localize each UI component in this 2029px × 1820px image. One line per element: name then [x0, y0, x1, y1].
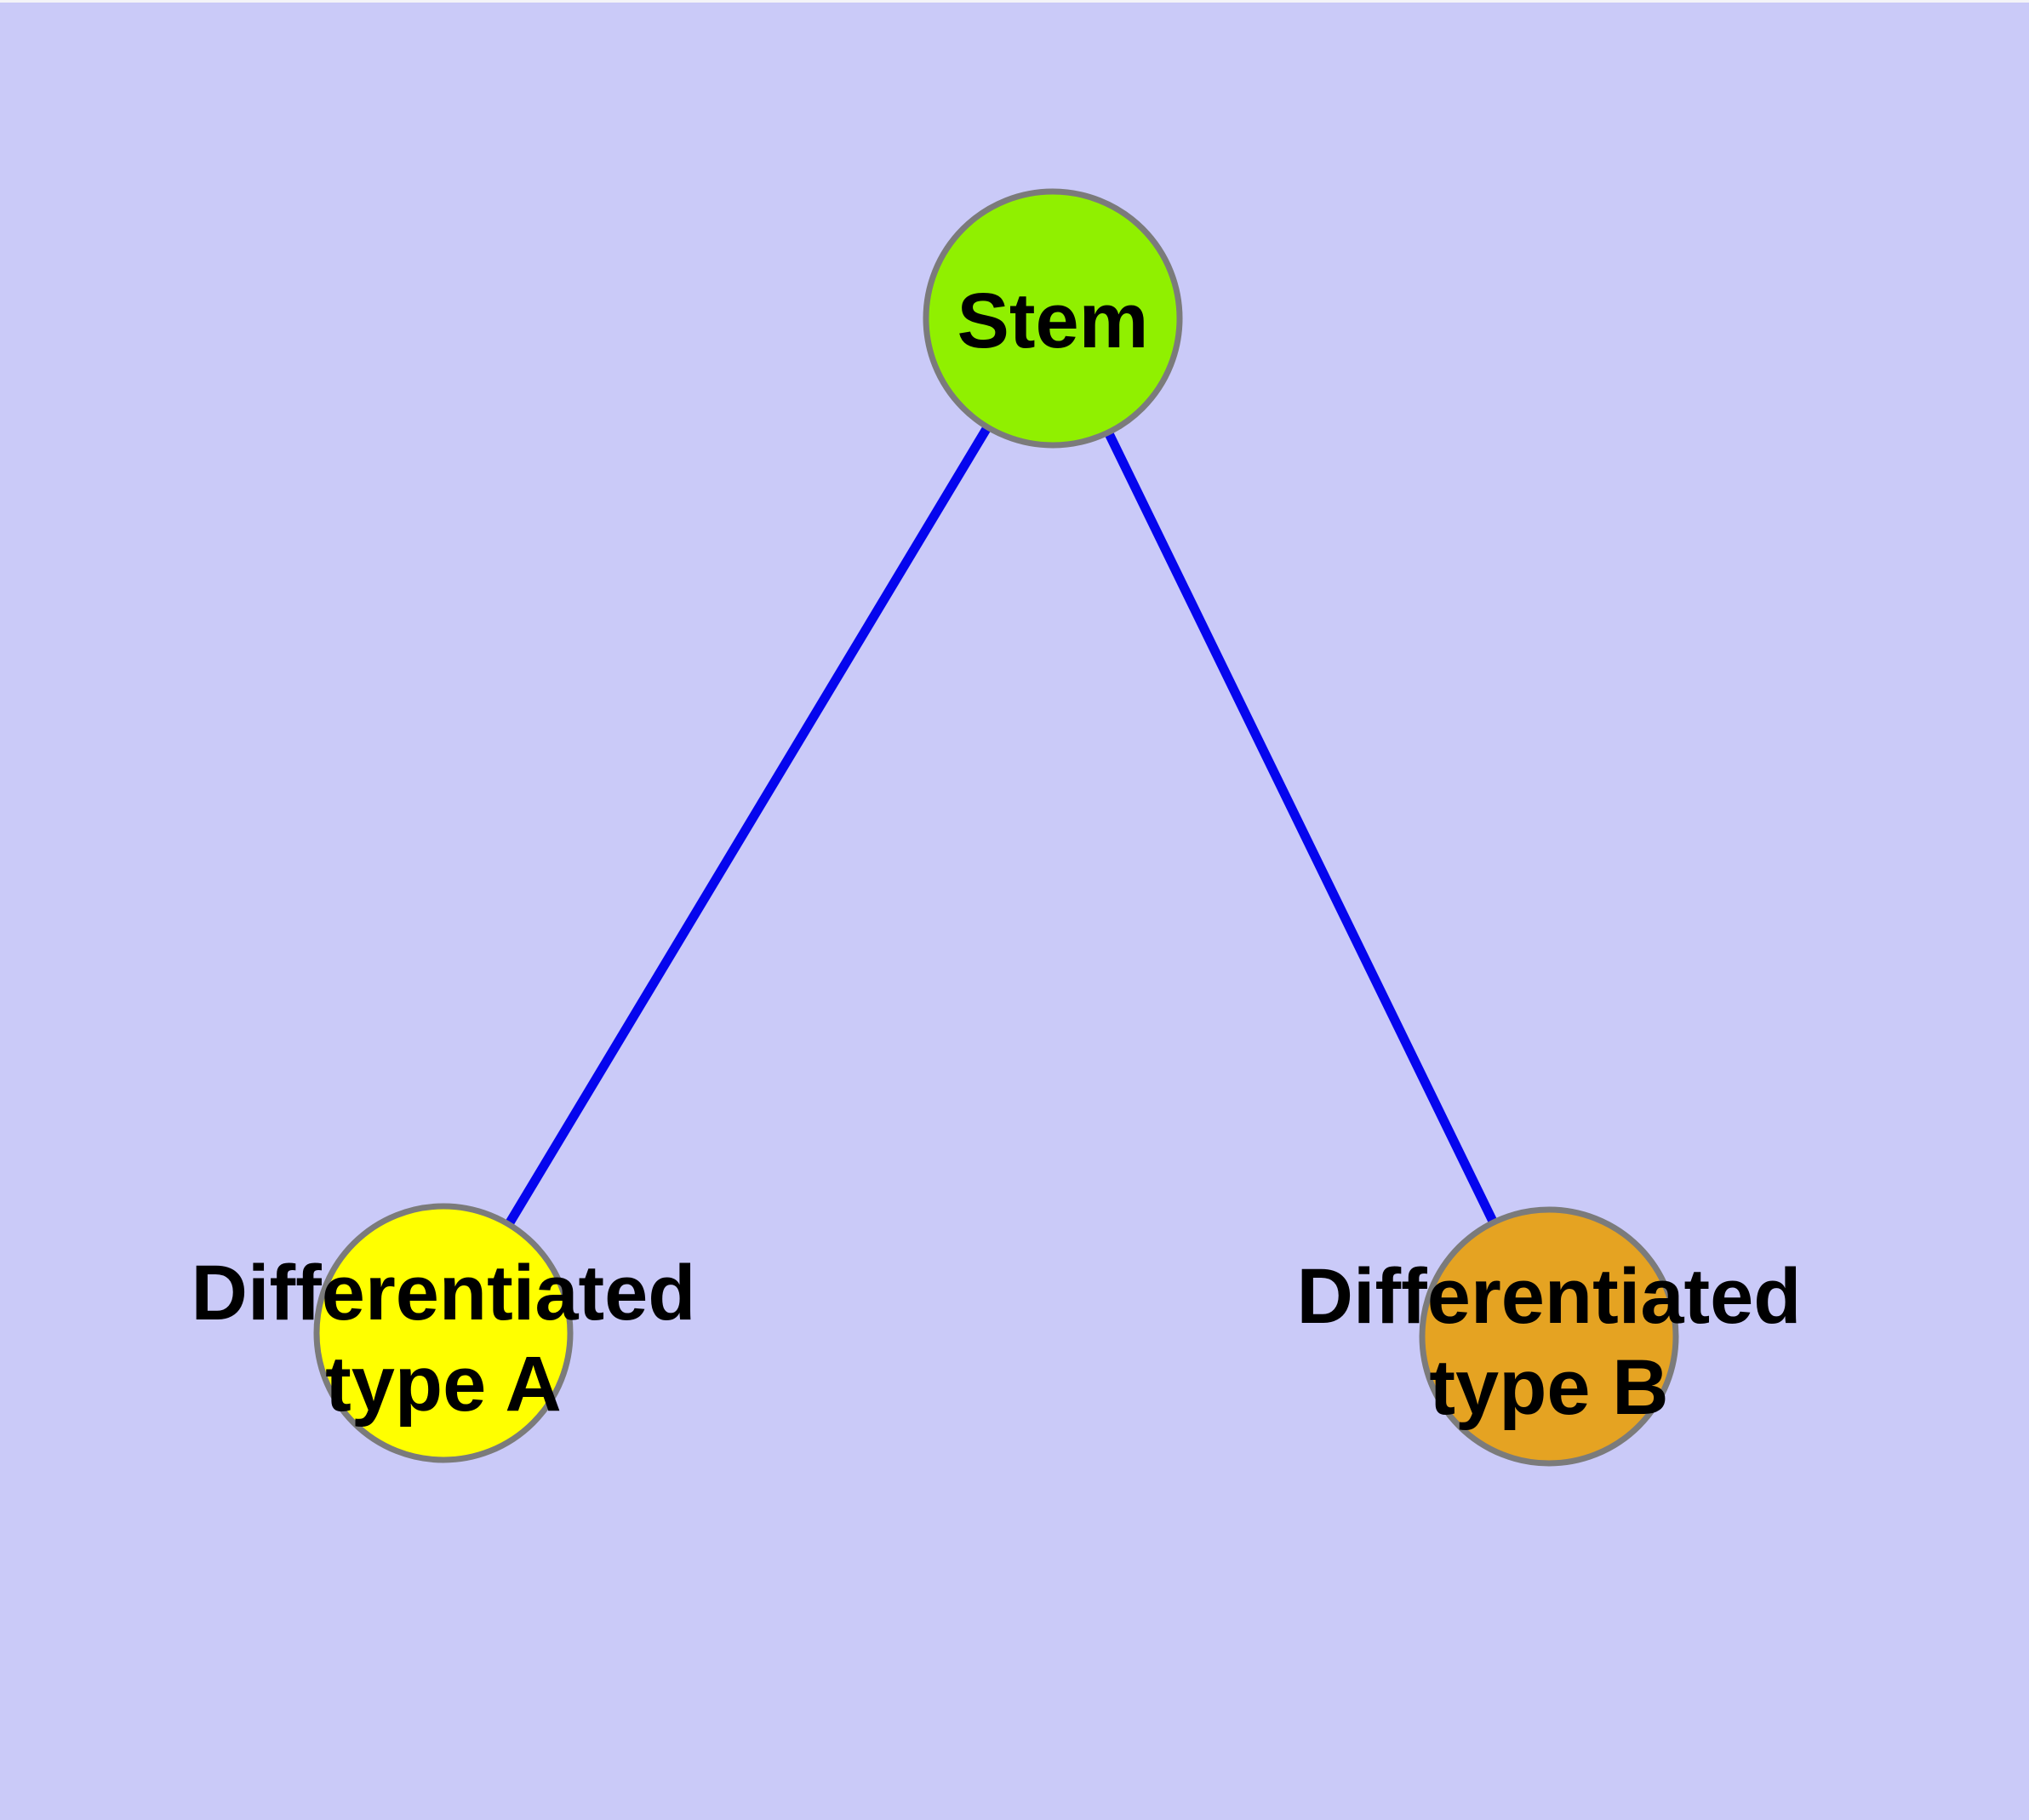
- node-type-b-circle: [1419, 1206, 1679, 1467]
- top-edge-highlight: [0, 0, 2029, 3]
- node-differentiated-type-b: Differentiated type B: [1297, 1206, 1802, 1467]
- edge-group: [439, 316, 1553, 1339]
- node-type-b-label-line2: type B: [1429, 1344, 1668, 1431]
- node-type-b-label-line1: Differentiated: [1297, 1253, 1802, 1340]
- node-stem-label: Stem: [957, 278, 1149, 364]
- edge-stem-to-type-a: [439, 316, 1057, 1336]
- node-stem: Stem: [923, 188, 1183, 449]
- node-type-a-label-line1: Differentiated: [191, 1250, 696, 1336]
- node-differentiated-type-a: Differentiated type A: [191, 1203, 696, 1463]
- node-stem-circle: [923, 188, 1183, 449]
- edge-stem-to-type-b: [1049, 316, 1553, 1339]
- node-type-a-label-line2: type A: [325, 1341, 562, 1428]
- node-type-a-circle: [313, 1203, 574, 1463]
